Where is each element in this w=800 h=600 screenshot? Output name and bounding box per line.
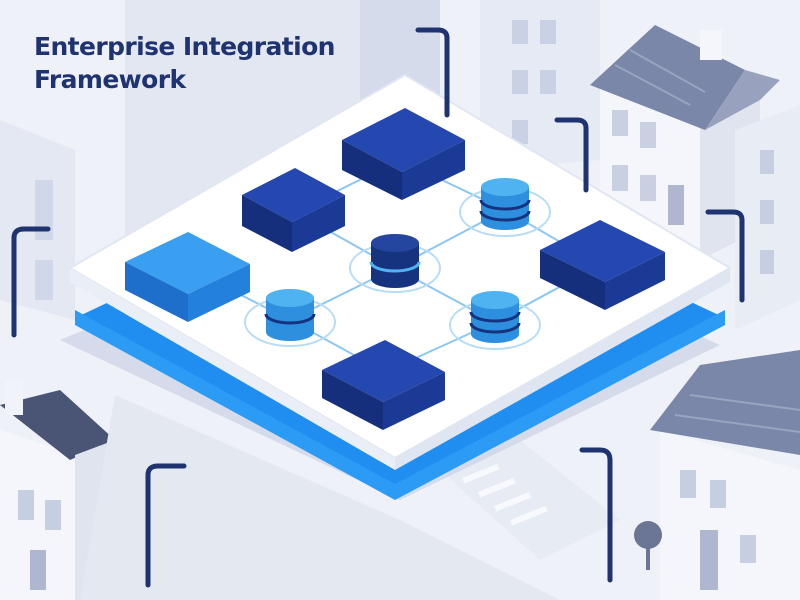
cube-icon [125, 232, 250, 322]
title-line-1: Enterprise Integration [34, 32, 335, 61]
street-lamp-icon [415, 27, 450, 118]
cube-icon [242, 168, 345, 252]
page-title: Enterprise Integration Framework [34, 30, 394, 96]
background-building-left [0, 120, 75, 320]
street-lamp-icon [554, 117, 589, 193]
house-bottom-right [634, 350, 800, 600]
street-lamp-icon [145, 463, 187, 588]
street-lamp-icon [11, 226, 51, 338]
database-icon [469, 291, 521, 343]
street [80, 395, 620, 600]
title-line-2: Framework [34, 65, 186, 94]
building-mid-right [735, 105, 800, 330]
database-icon [369, 234, 421, 288]
cube-icon [342, 108, 465, 200]
street-lamp-icon [705, 209, 745, 303]
background-building-right [480, 0, 600, 170]
database-icon [264, 289, 316, 341]
database-icon [479, 178, 531, 230]
street-lamp-icon [579, 447, 613, 583]
cube-icon [322, 340, 445, 430]
cube-icon [540, 220, 665, 310]
